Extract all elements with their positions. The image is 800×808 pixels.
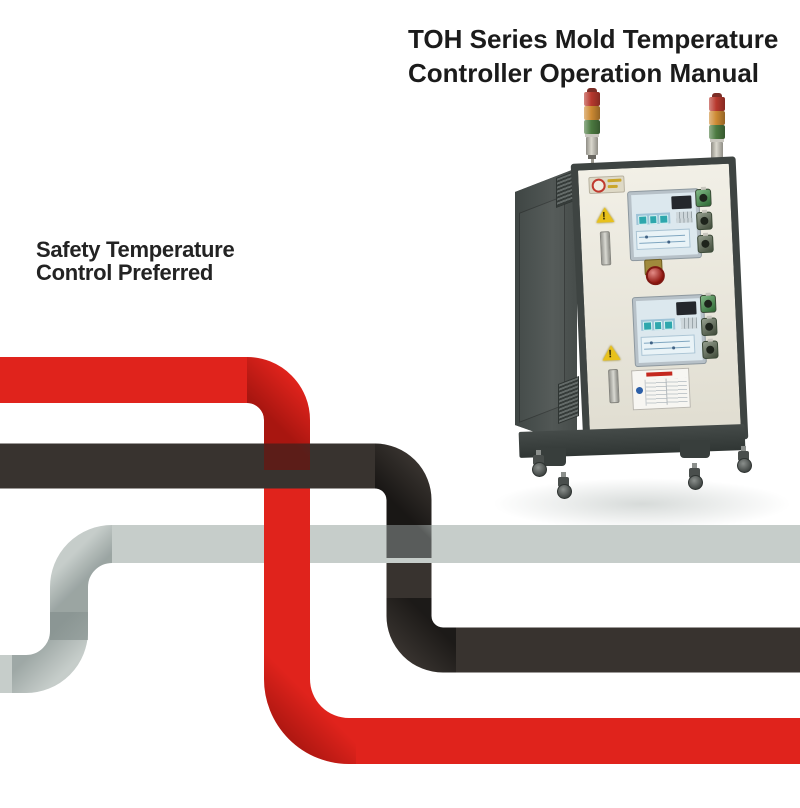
controller-button — [659, 214, 669, 224]
rotary-switch-knob — [700, 317, 718, 337]
mimic-node — [672, 346, 676, 350]
temperature-controller-upper — [628, 189, 702, 261]
warning-triangle-icon: ! — [595, 206, 615, 223]
tower-cap — [712, 93, 722, 97]
temperature-controller-lower — [632, 295, 706, 367]
rotary-switch-knob — [701, 340, 719, 360]
controller-mimic-diagram — [635, 228, 691, 250]
mimic-node — [667, 240, 671, 244]
controller-keypad — [680, 317, 698, 330]
amber-lamp — [584, 106, 600, 120]
machine-floor-shadow — [492, 478, 792, 530]
gray-bottom-bend-shading — [12, 612, 88, 693]
green-lamp — [709, 125, 725, 139]
controller-display — [671, 195, 692, 210]
brand-sticker — [588, 175, 626, 195]
gray-top-bend-shading — [50, 525, 114, 640]
dark-top-bend-shading — [373, 443, 432, 558]
mimic-node — [649, 341, 653, 345]
brand-text-bar — [607, 184, 618, 189]
controller-button — [653, 320, 663, 331]
controller-button-row — [640, 318, 676, 331]
warning-exclamation: ! — [608, 348, 613, 361]
brand-text-bar — [607, 178, 622, 183]
spec-label-red-header — [646, 371, 673, 377]
controller-display — [676, 301, 697, 316]
dark-bottom-bend-shading — [386, 598, 456, 673]
green-lamp — [584, 120, 600, 134]
rotary-switch-knob — [699, 294, 717, 314]
signal-tower-right — [709, 93, 725, 179]
amber-lamp — [709, 111, 725, 125]
rotary-switch-knob — [694, 188, 712, 208]
mimic-line — [644, 346, 691, 350]
controller-button — [638, 215, 648, 225]
red-lamp — [584, 92, 600, 106]
slogan-line-1: Safety Temperature — [36, 237, 235, 262]
caster-wheel — [688, 463, 703, 490]
tower-ring — [585, 134, 599, 137]
red-lamp — [709, 97, 725, 111]
controller-button-row — [636, 212, 671, 225]
front-panel: ! ! — [577, 163, 742, 440]
slogan-line-2: Control Preferred — [36, 260, 214, 285]
controller-keypad — [675, 211, 693, 224]
title-line-1: TOH Series Mold Temperature — [408, 24, 779, 54]
caster-wheel — [737, 446, 752, 473]
controller-mimic-diagram — [640, 334, 696, 356]
warning-triangle-icon: ! — [601, 344, 621, 361]
caster-wheel — [557, 472, 572, 499]
controller-button — [642, 321, 652, 331]
controller-button — [664, 320, 674, 330]
door-lock-strip — [608, 368, 620, 404]
mimic-line — [639, 240, 686, 244]
tower-cap — [587, 88, 597, 92]
brand-logo-icon — [591, 178, 606, 193]
specification-label — [631, 367, 691, 411]
emergency-stop-button — [645, 265, 666, 286]
page-title: TOH Series Mold Temperature Controller O… — [408, 22, 778, 90]
red-top-bend-shading — [245, 357, 310, 470]
tower-ring — [710, 139, 724, 142]
door-lock-strip — [599, 231, 612, 266]
slogan-text: Safety Temperature Control Preferred — [36, 237, 235, 285]
red-bottom-bend-shading — [264, 648, 356, 764]
mold-temperature-controller-machine: ! ! — [486, 86, 778, 538]
rotary-switch-knob — [695, 211, 713, 231]
signal-tower-left — [584, 88, 600, 174]
caster-wheel — [532, 450, 547, 477]
tower-base — [711, 142, 723, 160]
rotary-switch-knob — [697, 234, 714, 254]
warning-exclamation: ! — [601, 210, 607, 223]
spec-label-logo-icon — [635, 386, 644, 395]
side-vent-grille-bottom — [558, 375, 579, 425]
cabinet-front-face: ! ! — [570, 156, 749, 447]
tower-joint — [588, 155, 596, 159]
cabinet-leg — [680, 440, 710, 458]
tower-base — [586, 137, 598, 155]
cabinet-side-face — [515, 168, 577, 447]
title-line-2: Controller Operation Manual — [408, 58, 760, 88]
mimic-node — [644, 235, 649, 239]
controller-button — [648, 215, 658, 225]
